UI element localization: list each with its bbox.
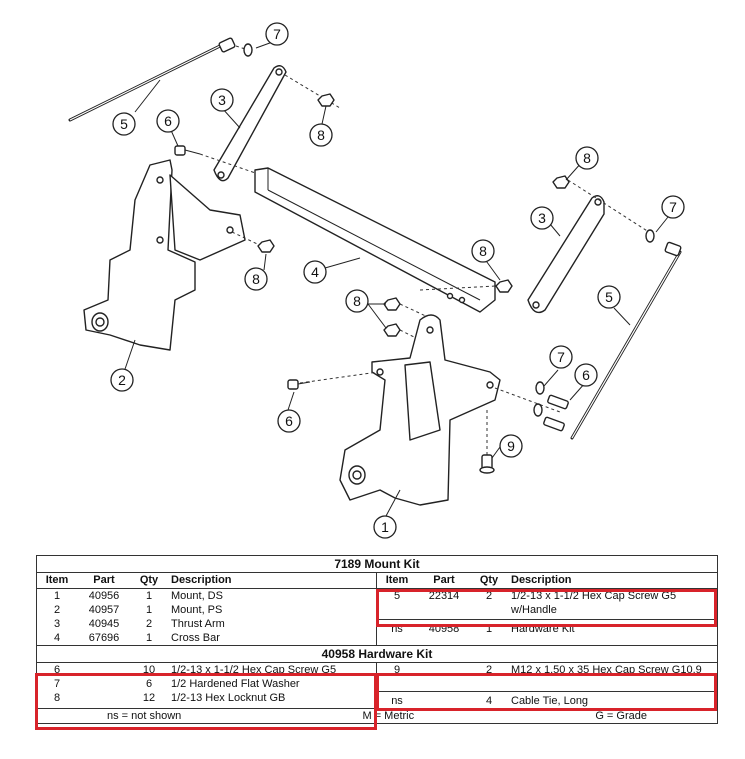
washer-bottom-2 [533, 403, 543, 417]
svg-text:8: 8 [583, 150, 591, 166]
callout-2: 2 [110, 368, 134, 392]
washer-right [645, 229, 655, 243]
callout-3-left: 3 [210, 88, 234, 112]
thrust-arm-right [527, 195, 605, 314]
handle-rod-right [570, 241, 682, 440]
cap-screws-bottom-right [543, 394, 569, 432]
parts-table: 7189 Mount Kit Item Part Qty Description… [36, 555, 718, 724]
mount-kit-title: 7189 Mount Kit [37, 556, 717, 573]
mount-kit-right: Item Part Qty Description 5 22314 2 1/2-… [377, 573, 717, 645]
svg-text:7: 7 [557, 349, 565, 365]
metric-cap-screw [479, 454, 495, 474]
locknut-center-1 [383, 297, 401, 311]
mount-ps [83, 159, 196, 351]
thrust-arm-left [213, 65, 287, 182]
locknut-left [257, 239, 275, 253]
hardware-kit-title: 40958 Hardware Kit [37, 645, 717, 663]
locknut-top-right [552, 175, 570, 189]
svg-text:8: 8 [252, 271, 260, 287]
svg-text:6: 6 [582, 367, 590, 383]
callout-8-crossbar: 8 [471, 239, 495, 263]
svg-text:8: 8 [353, 293, 361, 309]
callout-7-top: 7 [265, 22, 289, 46]
hardware-kit-section: 6 10 1/2-13 x 1-1/2 Hex Cap Screw G5 7 6… [37, 663, 717, 708]
svg-text:8: 8 [479, 243, 487, 259]
cross-bar [254, 167, 496, 313]
svg-text:6: 6 [285, 413, 293, 429]
table-row: 8 12 1/2-13 Hex Locknut GB [53, 692, 286, 704]
callout-5-right: 5 [597, 285, 621, 309]
callout-8-top: 8 [309, 123, 333, 147]
hardware-kit-left: 6 10 1/2-13 x 1-1/2 Hex Cap Screw G5 7 6… [37, 663, 377, 708]
svg-text:3: 3 [538, 210, 546, 226]
legend-not-shown: ns = not shown [107, 710, 182, 722]
callout-5-left: 5 [112, 112, 136, 136]
callout-8-left: 8 [244, 267, 268, 291]
callout-7-bottom: 7 [549, 345, 573, 369]
table-header: Item Part Qty Description [37, 573, 376, 589]
svg-text:3: 3 [218, 92, 226, 108]
svg-text:9: 9 [507, 438, 515, 454]
callout-4: 4 [303, 260, 327, 284]
table-row: 4 67696 1 Cross Bar [53, 632, 220, 644]
callout-6-top: 6 [156, 109, 180, 133]
svg-text:1: 1 [381, 519, 389, 535]
table-header: Item Part Qty Description [377, 573, 717, 589]
table-row: 1 40956 1 Mount, DS [53, 590, 223, 602]
legend-grade: G = Grade [595, 710, 647, 722]
cap-screw-top-left [174, 145, 201, 156]
mount-kit-left: Item Part Qty Description 1 40956 1 Moun… [37, 573, 377, 645]
table-row: ns 4 Cable Tie, Long [391, 695, 589, 707]
table-row: 6 10 1/2-13 x 1-1/2 Hex Cap Screw G5 [53, 664, 337, 676]
exploded-parts-diagram: 7 5 3 6 8 8 8 3 7 4 8 2 8 5 7 6 6 9 1 [68, 22, 685, 539]
callout-6-right: 6 [574, 363, 598, 387]
handle-rod-left [68, 37, 236, 122]
svg-text:2: 2 [118, 372, 126, 388]
callout-8-center: 8 [345, 289, 369, 313]
callout-1: 1 [373, 515, 397, 539]
callout-9: 9 [499, 434, 523, 458]
svg-text:5: 5 [120, 116, 128, 132]
locknut-crossbar [495, 279, 513, 293]
svg-text:5: 5 [605, 289, 613, 305]
washer-top-left [243, 43, 253, 57]
table-row: 7 6 1/2 Hardened Flat Washer [53, 678, 300, 690]
table-footer-legend: ns = not shown M = Metric G = Grade [37, 708, 717, 723]
locknut-center-2 [383, 323, 401, 337]
table-row: 2 40957 1 Mount, PS [53, 604, 223, 616]
svg-text:7: 7 [669, 199, 677, 215]
svg-text:4: 4 [311, 264, 319, 280]
callout-6-bottom-left: 6 [277, 409, 301, 433]
callout-8-top-right: 8 [575, 146, 599, 170]
locknut-top [317, 93, 335, 107]
table-row: 5 22314 2 1/2-13 x 1-1/2 Hex Cap Screw G… [377, 589, 717, 620]
table-row: ns 40958 1 Hardware Kit [391, 623, 575, 635]
callout-7-right: 7 [661, 195, 685, 219]
washer-bottom-1 [535, 381, 545, 395]
svg-text:7: 7 [273, 26, 281, 42]
table-row: 9 2 M12 x 1.50 x 35 Hex Cap Screw G10.9 [377, 663, 717, 692]
callout-3-right: 3 [530, 206, 554, 230]
svg-text:8: 8 [317, 127, 325, 143]
svg-text:6: 6 [164, 113, 172, 129]
mount-kit-section: Item Part Qty Description 1 40956 1 Moun… [37, 573, 717, 645]
hardware-kit-right: 9 2 M12 x 1.50 x 35 Hex Cap Screw G10.9 … [377, 663, 717, 708]
table-row: 3 40945 2 Thrust Arm [53, 618, 225, 630]
legend-metric: M = Metric [362, 710, 415, 722]
cap-screw-bottom-left [287, 379, 311, 390]
